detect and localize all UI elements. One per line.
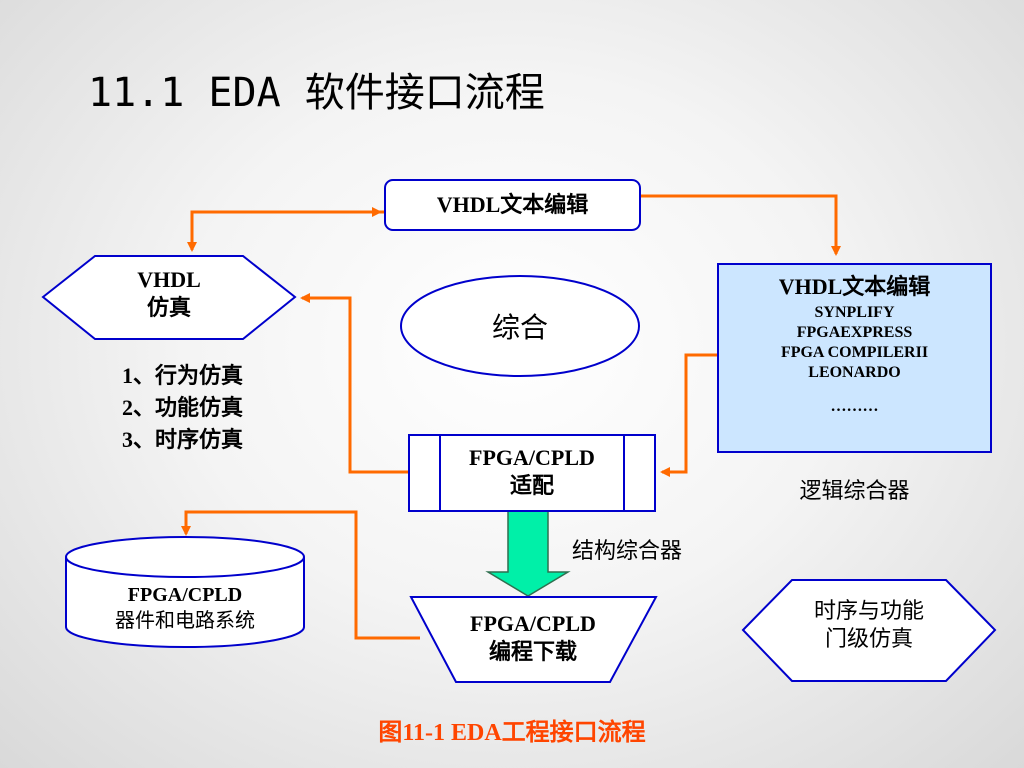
logic-synth-label: 逻辑综合器 <box>799 479 910 504</box>
sim-types-list: 1、行为仿真 2、功能仿真 3、时序仿真 <box>122 360 243 456</box>
struct-synth-label: 结构综合器 <box>572 539 683 564</box>
arrow-download-to-device <box>181 510 420 640</box>
fit-label: FPGA/CPLD 适配 <box>440 444 624 499</box>
vhdl-sim-hexagon <box>41 255 297 340</box>
synth-tools-label: VHDL文本编辑 SYNPLIFY FPGAEXPRESS FPGA COMPI… <box>718 273 991 417</box>
synth-tool-item: FPGA COMPILERII <box>780 343 929 361</box>
synth-tool-item: LEONARDO <box>808 363 901 381</box>
down-arrow-fit-to-download <box>485 510 571 597</box>
arrow-edit-to-synth-tools <box>640 194 841 256</box>
arrow-fit-to-vhdl-sim <box>300 293 409 474</box>
sim-type-item: 1、行为仿真 <box>122 363 244 388</box>
synthesis-label: 综合 <box>491 311 548 344</box>
download-trapezoid <box>409 596 658 683</box>
download-line1: FPGA/CPLD <box>470 611 596 636</box>
vhdl-sim-line2: 仿真 <box>146 294 191 320</box>
gate-sim-line2: 门级仿真 <box>824 626 913 652</box>
figure-caption: 图11-1 EDA工程接口流程 <box>378 720 646 746</box>
synth-tool-item: ……… <box>830 397 879 415</box>
vhdl-sim-label: VHDL 仿真 <box>95 266 243 321</box>
synth-tools-box <box>717 263 992 453</box>
device-label: FPGA/CPLD 器件和电路系统 <box>66 583 304 633</box>
synth-tools-title: VHDL文本编辑 <box>778 274 931 299</box>
download-line2: 编程下载 <box>488 638 577 664</box>
fit-box <box>408 434 656 512</box>
synth-tool-item: SYNPLIFY <box>814 303 895 321</box>
download-label: FPGA/CPLD 编程下载 <box>433 610 633 665</box>
device-line1: FPGA/CPLD <box>127 584 243 606</box>
device-cylinder-body <box>65 557 305 648</box>
gate-sim-label: 时序与功能 门级仿真 <box>792 598 946 653</box>
sim-type-item: 2、功能仿真 <box>122 395 244 420</box>
device-cylinder-top <box>65 536 305 578</box>
sim-type-item: 3、时序仿真 <box>122 427 244 452</box>
fit-line1: FPGA/CPLD <box>469 445 595 470</box>
gate-sim-line1: 时序与功能 <box>813 599 924 624</box>
arrow-synth-tools-to-fit <box>660 353 718 477</box>
vhdl-edit-top-label: VHDL文本编辑 <box>436 192 589 217</box>
vhdl-edit-top-box <box>384 179 641 231</box>
fit-line2: 适配 <box>509 472 554 498</box>
gate-sim-hexagon <box>741 579 997 682</box>
arrow-edit-to-vhdl-sim <box>187 210 385 252</box>
synthesis-ellipse <box>400 275 640 377</box>
device-line2: 器件和电路系统 <box>115 608 255 632</box>
synth-tool-item: FPGAEXPRESS <box>796 323 913 341</box>
page-title: 11.1 EDA 软件接口流程 <box>88 70 545 116</box>
vhdl-sim-line1: VHDL <box>137 267 201 292</box>
